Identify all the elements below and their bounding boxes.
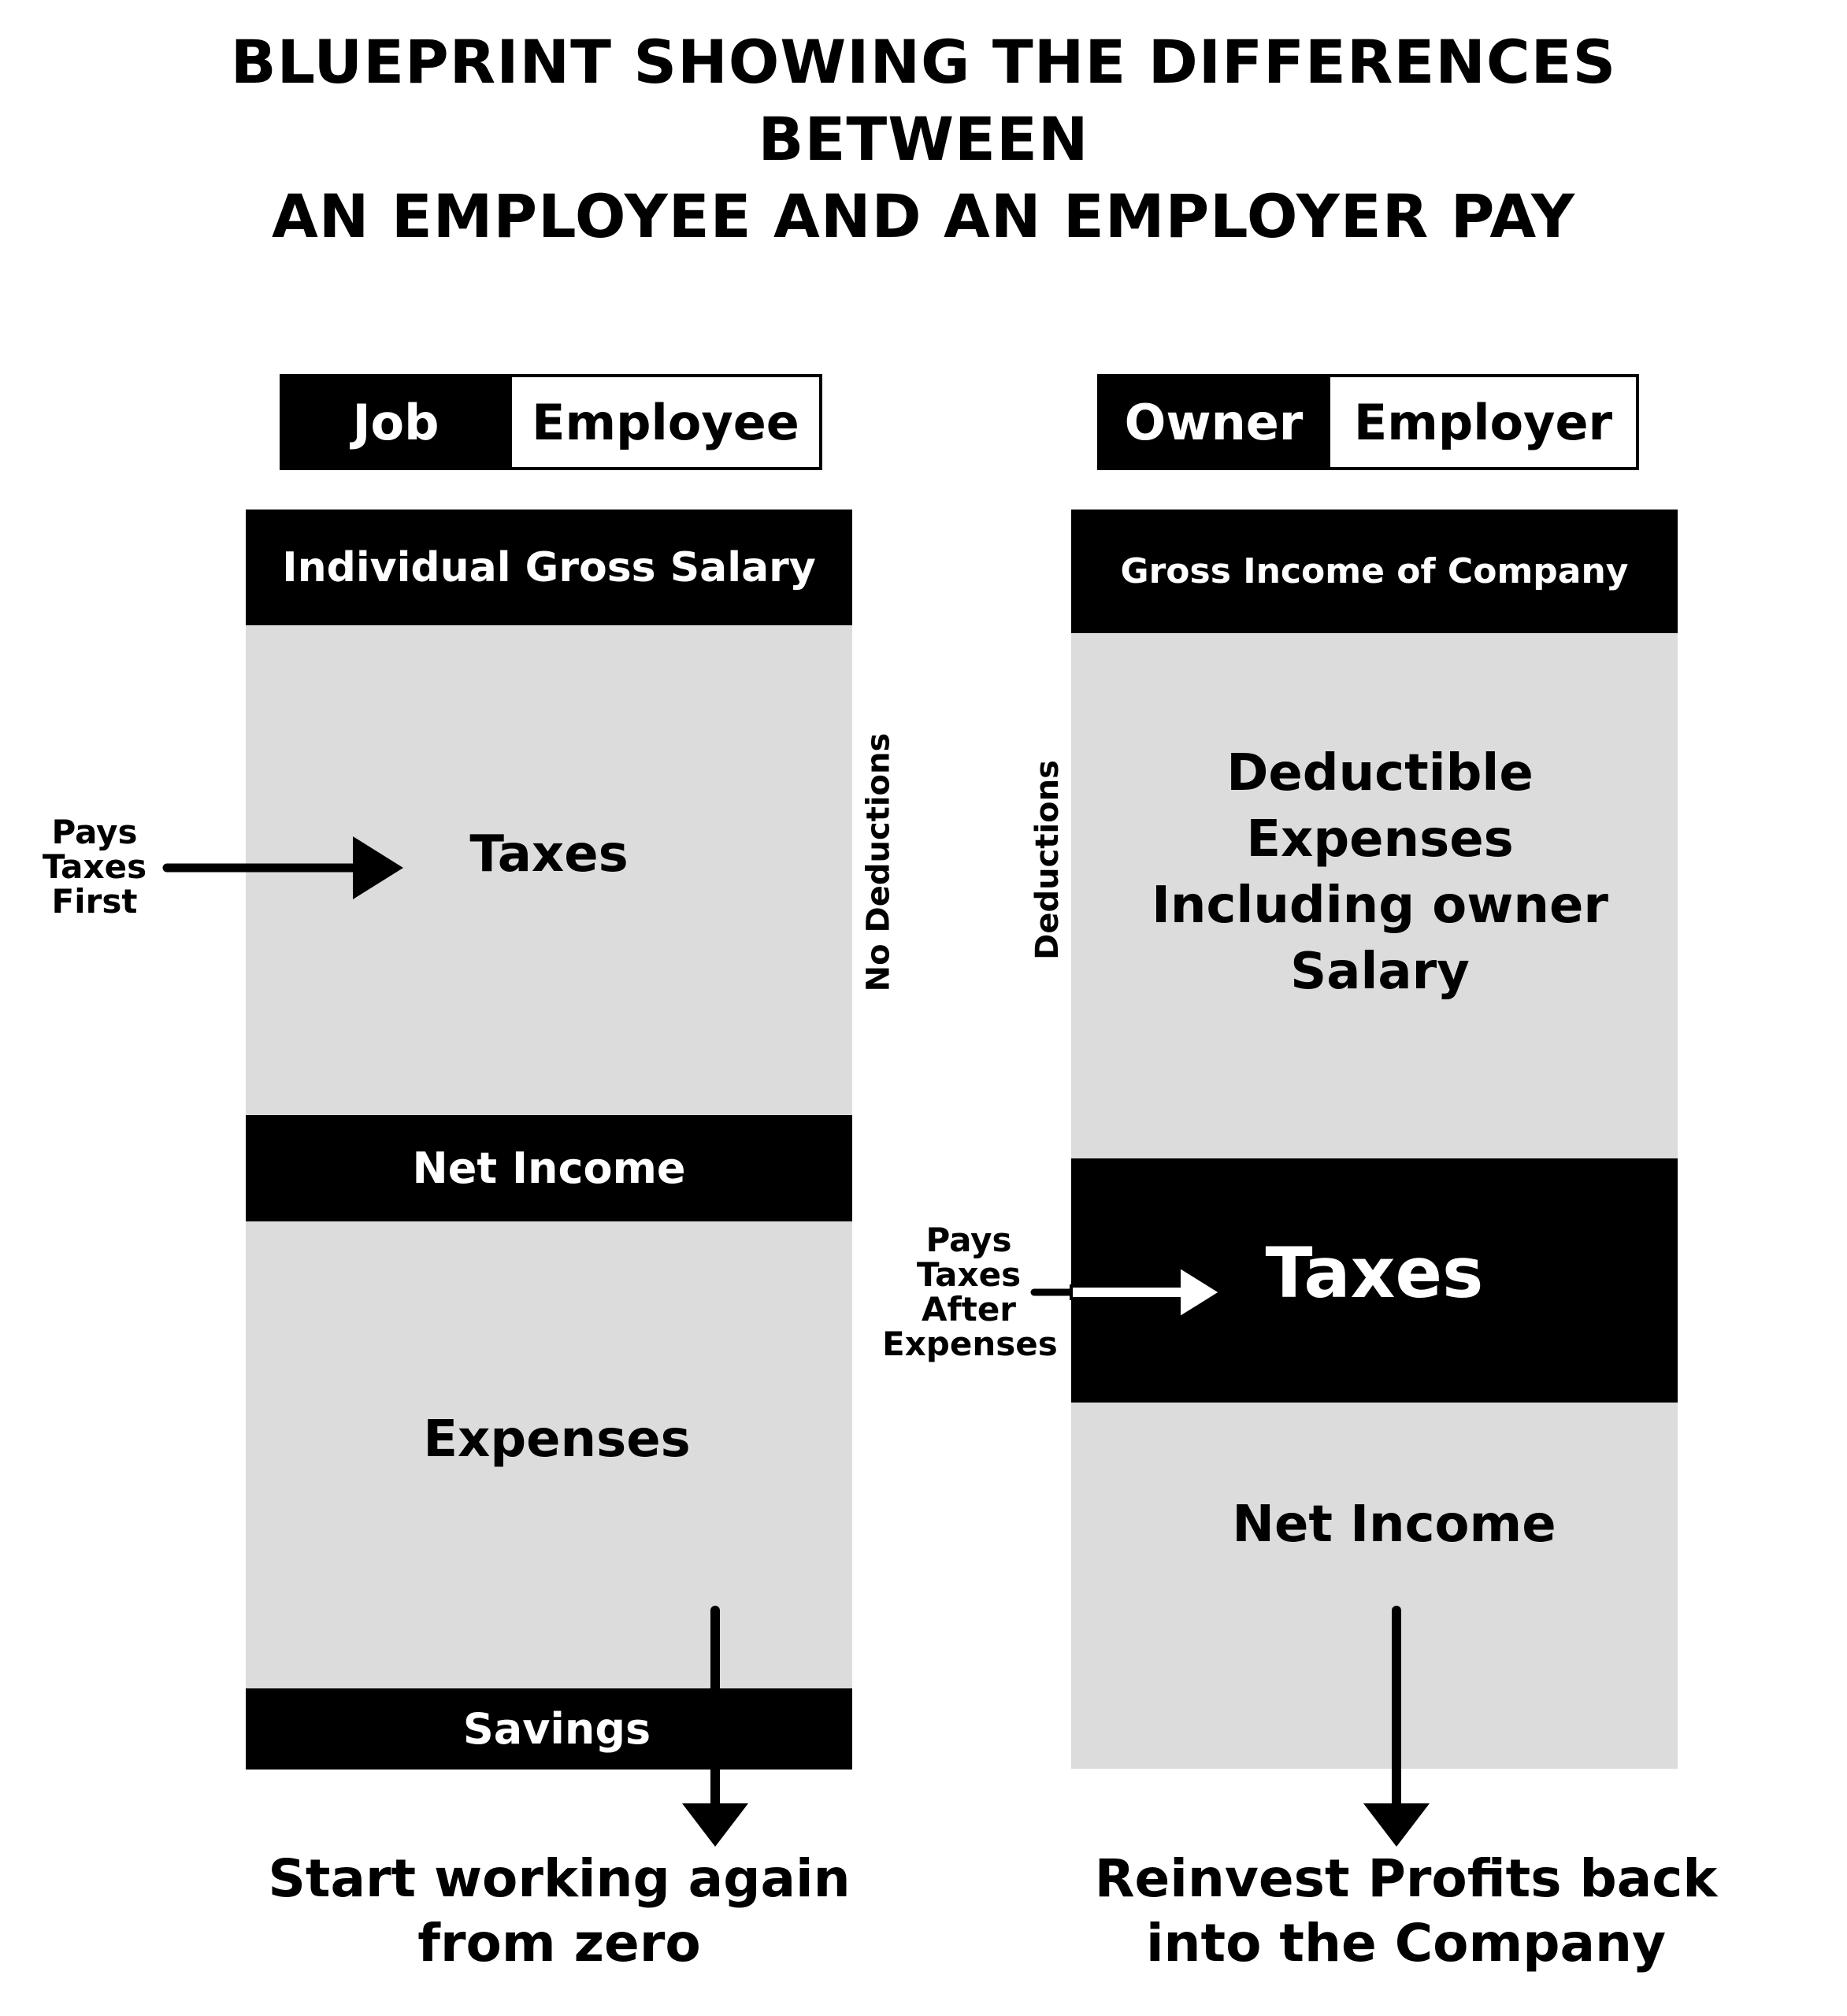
employee-taxes-label: Taxes (469, 825, 629, 884)
employer-tag-employer: Employer (1327, 374, 1639, 470)
employer-gross-income-label: Gross Income of Company (1120, 551, 1629, 591)
employer-deductible-line-1: Deductible (1226, 743, 1534, 802)
employer-taxes-label: Taxes (1265, 1232, 1484, 1314)
employer-deductible-expenses-block: Deductible Expenses Including owner Sala… (1071, 633, 1678, 1158)
employer-pays-taxes-arrow (1030, 1263, 1224, 1321)
employer-pays-line-1: Pays (925, 1221, 1012, 1259)
employer-tag-employer-label: Employer (1353, 393, 1613, 451)
employee-pays-taxes-arrow (162, 836, 403, 899)
title-line-1: BLUEPRINT SHOWING THE DIFFERENCES BETWEE… (230, 27, 1617, 174)
employer-tag-owner: Owner (1097, 374, 1330, 470)
employer-outcome-text: Reinvest Profits back into the Company (1071, 1847, 1741, 1976)
employee-outcome-line-1: Start working again (268, 1848, 851, 1909)
employer-deductible-line-4: Salary (1290, 942, 1470, 1001)
employee-down-arrow (682, 1606, 748, 1847)
employer-net-income-label: Net Income (1232, 1495, 1556, 1554)
employer-taxes-block: Taxes (1071, 1158, 1678, 1403)
title-line-2: AN EMPLOYEE AND AN EMPLOYER PAY (271, 181, 1576, 251)
employer-net-income-block: Net Income (1071, 1403, 1678, 1769)
employee-pays-line-3: First (51, 882, 138, 921)
employee-tag-job: Job (280, 374, 512, 470)
employee-savings-label: Savings (462, 1704, 651, 1754)
employer-gross-income-block: Gross Income of Company (1071, 510, 1678, 633)
employee-outcome-text: Start working again from zero (236, 1847, 882, 1976)
employer-tag-owner-label: Owner (1124, 393, 1304, 451)
employer-pays-line-3: After (921, 1290, 1017, 1329)
employee-net-income-block: Net Income (246, 1115, 852, 1221)
employee-gross-salary-block: Individual Gross Salary (246, 510, 852, 625)
employee-expenses-label: Expenses (423, 1410, 691, 1469)
employer-deductible-line-2: Expenses (1246, 810, 1514, 869)
employee-outcome-line-2: from zero (417, 1913, 701, 1973)
employee-expenses-block: Expenses (246, 1221, 852, 1688)
employee-gross-salary-label: Individual Gross Salary (282, 543, 816, 591)
employee-savings-block: Savings (246, 1688, 852, 1770)
employer-deductible-expenses-label: Deductible Expenses Including owner Sala… (1152, 740, 1608, 1005)
employee-tag-employee: Employee (509, 374, 822, 470)
employer-outcome-line-1: Reinvest Profits back (1094, 1848, 1718, 1909)
employer-outcome-line-2: into the Company (1145, 1913, 1667, 1973)
employer-down-arrow (1363, 1606, 1430, 1847)
employer-deductible-line-3: Including owner (1152, 876, 1608, 935)
employee-tag-employee-label: Employee (532, 393, 799, 451)
employee-tag-job-label: Job (352, 393, 439, 451)
employer-pays-line-2: Taxes (916, 1255, 1022, 1294)
employee-net-income-label: Net Income (412, 1143, 686, 1193)
employee-pays-line-1: Pays (51, 813, 138, 851)
diagram-title: BLUEPRINT SHOWING THE DIFFERENCES BETWEE… (79, 24, 1768, 255)
employer-pays-taxes-after-label: Pays Taxes After Expenses (882, 1221, 1058, 1363)
employee-pays-taxes-first-label: Pays Taxes First (24, 815, 165, 919)
employee-pays-line-2: Taxes (42, 847, 147, 886)
employer-pays-line-4: Expenses (882, 1325, 1058, 1363)
